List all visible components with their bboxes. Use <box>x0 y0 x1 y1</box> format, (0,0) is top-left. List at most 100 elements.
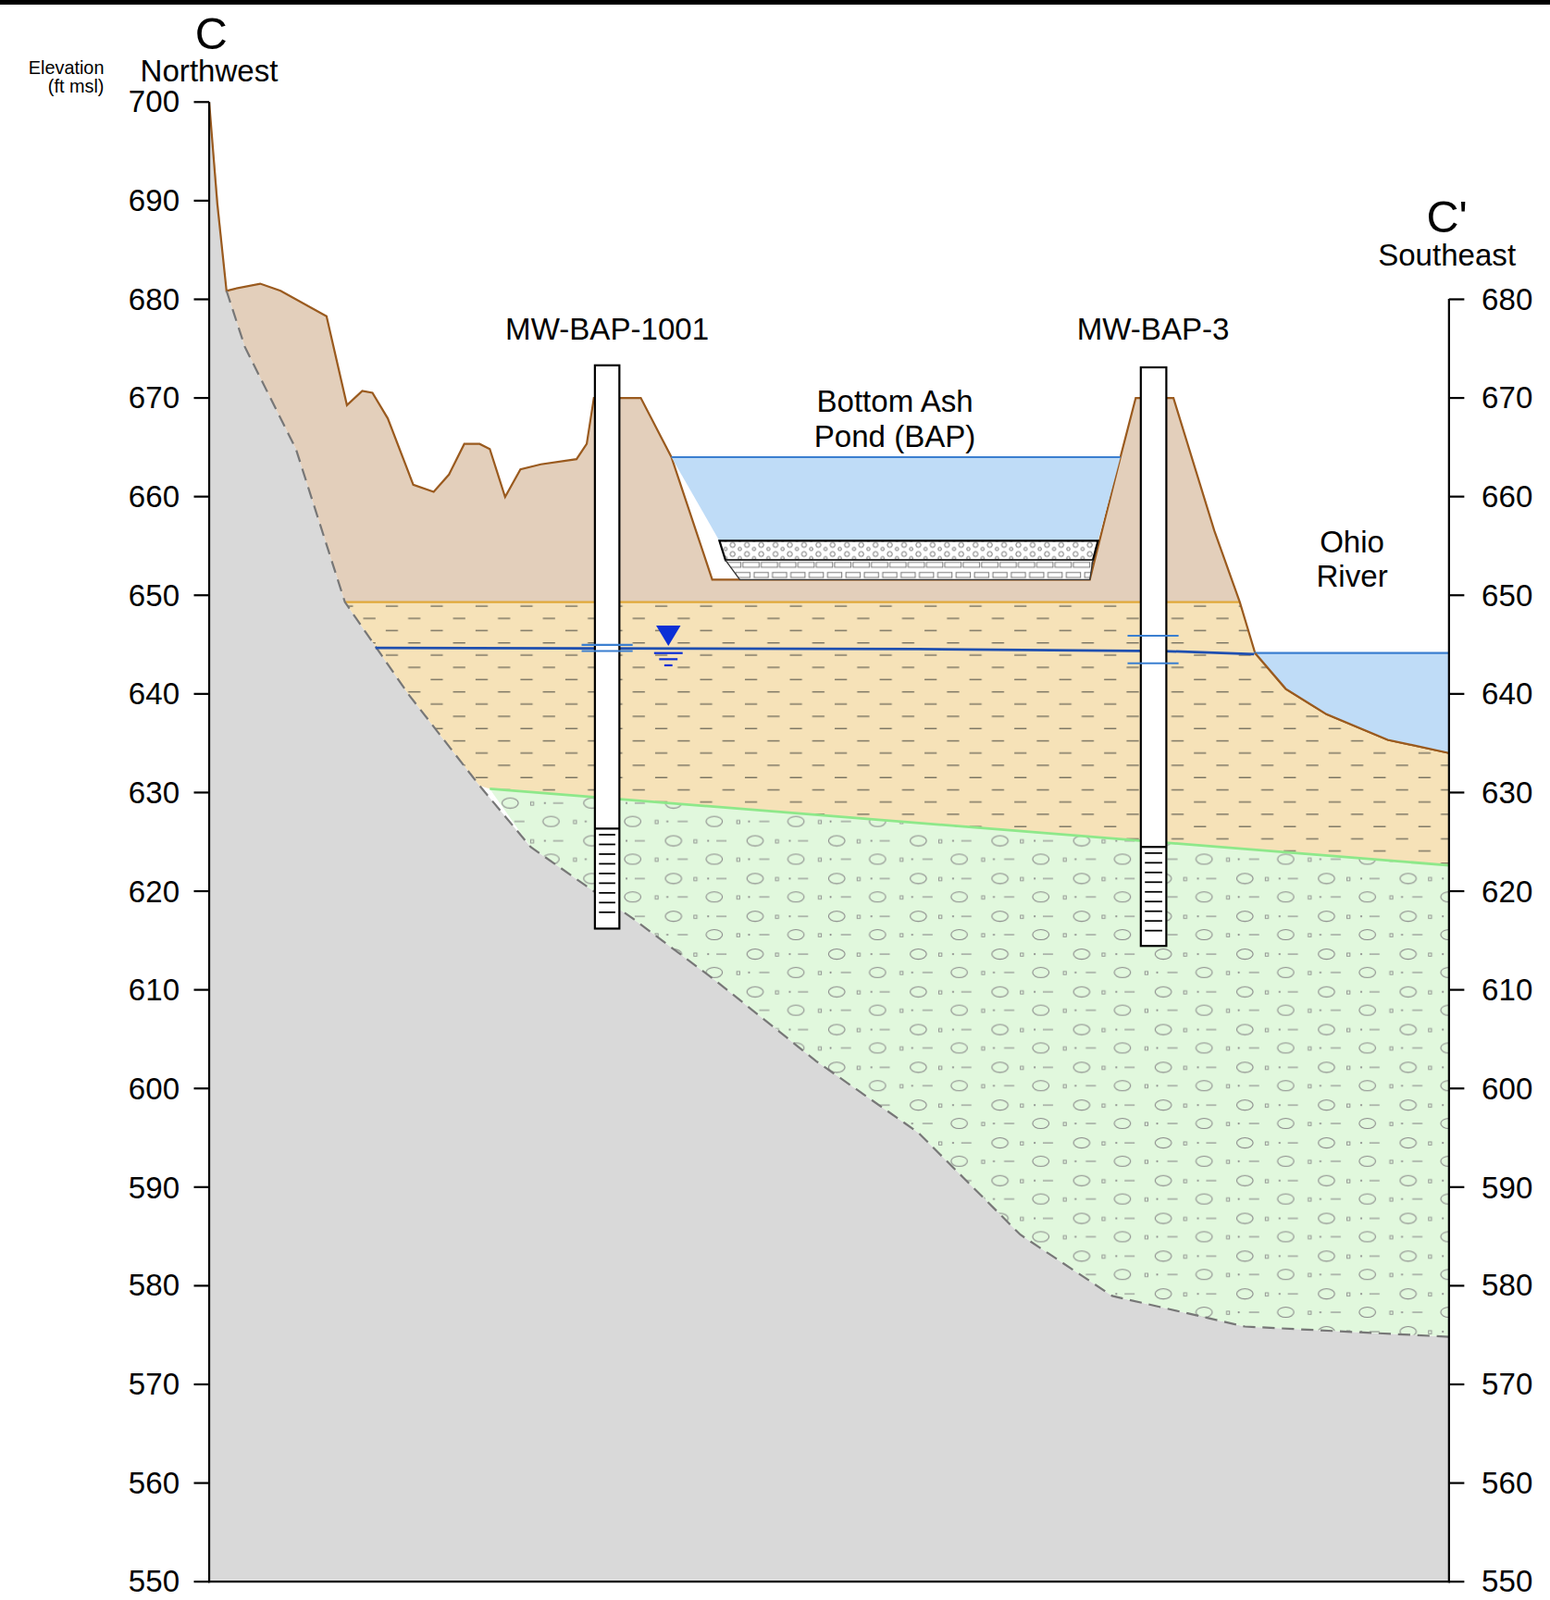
section-letter: C <box>195 8 228 59</box>
water-table-symbol <box>654 652 683 655</box>
river-water <box>1253 653 1450 754</box>
elevation-tick: 630 <box>128 775 180 810</box>
water-table <box>375 647 1254 655</box>
axis-tick <box>194 1580 211 1583</box>
elevation-tick: 600 <box>128 1071 180 1106</box>
pond-water <box>671 457 1121 541</box>
elevation-tick: 700 <box>128 85 180 120</box>
water-level-mark <box>582 644 633 646</box>
water-level-mark <box>1127 662 1178 665</box>
screen-slot <box>598 892 616 894</box>
axis-tick <box>194 1186 211 1189</box>
screen-slot <box>1144 930 1163 932</box>
elevation-tick: 590 <box>1481 1169 1533 1204</box>
screen-slot <box>1144 891 1163 893</box>
axis-tick <box>194 1284 211 1287</box>
elevation-tick: 550 <box>128 1564 180 1600</box>
axis-title: Elevation (ft msl) <box>10 59 104 97</box>
elevation-tick: 650 <box>128 578 180 613</box>
axis-tick <box>1449 989 1465 992</box>
elevation-tick: 680 <box>128 282 180 317</box>
elevation-tick: 580 <box>1481 1268 1533 1303</box>
well-label: MW-BAP-3 <box>1077 312 1230 348</box>
axis-tick <box>1449 791 1465 794</box>
elevation-tick: 620 <box>1481 873 1533 908</box>
elevation-tick: 600 <box>1481 1071 1533 1106</box>
pond-liner <box>725 559 1093 580</box>
elevation-tick: 680 <box>1481 282 1533 317</box>
screen-slot <box>598 872 616 875</box>
contact-line <box>345 600 1240 603</box>
axis-tick <box>1449 1580 1465 1583</box>
axis-tick <box>1449 1186 1465 1189</box>
water-table-symbol <box>658 657 678 660</box>
axis-tick <box>194 1087 211 1090</box>
axis-tick <box>1449 1481 1465 1484</box>
axis-tick <box>194 693 211 695</box>
monitoring-well <box>595 365 620 930</box>
monitoring-well <box>1140 367 1167 946</box>
screen-slot <box>598 833 616 836</box>
axis-ticks <box>194 101 1465 1582</box>
elevation-tick: 660 <box>1481 479 1533 514</box>
pond-label: Bottom Ash Pond (BAP) <box>797 384 992 454</box>
elevation-tick: 620 <box>128 873 180 908</box>
axis-tick <box>1449 396 1465 399</box>
axis-tick <box>1449 1284 1465 1287</box>
direction-label: Southeast <box>1377 237 1516 273</box>
axis-tick <box>1449 693 1465 695</box>
screen-top <box>1140 845 1167 848</box>
elevation-tick: 640 <box>128 676 180 711</box>
ground-surface <box>209 101 1450 754</box>
axis-tick <box>194 890 211 893</box>
elevation-tick: 630 <box>1481 775 1533 810</box>
axis-tick <box>194 1481 211 1484</box>
axis-line <box>1448 298 1451 1583</box>
contact-line <box>489 788 1450 866</box>
ash-layer <box>719 540 1098 560</box>
screen-slot <box>1144 861 1163 864</box>
water-level-mark <box>582 649 633 652</box>
section-letter: C' <box>1426 192 1467 243</box>
water-level-mark <box>1127 634 1178 637</box>
water-table-symbol <box>656 625 681 646</box>
elevation-tick: 560 <box>128 1465 180 1501</box>
axis-tick <box>194 496 211 498</box>
screen-slot <box>598 901 616 904</box>
sand-gravel-layer <box>489 788 1450 1337</box>
axis-tick <box>194 100 211 103</box>
axis-tick <box>1449 297 1465 300</box>
screen-slot <box>1144 880 1163 883</box>
axis-tick <box>194 297 211 300</box>
river-bed <box>1254 653 1450 754</box>
screen-slot <box>598 863 616 866</box>
axis-tick <box>194 1383 211 1386</box>
axis-tick <box>194 791 211 794</box>
fill-layer <box>209 101 1240 602</box>
axis-tick <box>194 594 211 596</box>
axis-line <box>208 1580 1451 1583</box>
well-screen <box>595 828 1167 930</box>
axis-line <box>208 101 211 1583</box>
bedrock <box>209 101 1450 1582</box>
elevation-tick: 660 <box>128 479 180 514</box>
bedrock-contact <box>226 290 1450 1337</box>
screen-slot <box>598 911 616 914</box>
silt-clay-layer <box>345 602 1450 866</box>
axis-tick <box>194 199 211 202</box>
elevation-tick: 560 <box>1481 1465 1533 1501</box>
axis-tick <box>1449 496 1465 498</box>
pond-surface <box>671 456 1121 459</box>
direction-label: Northwest <box>140 54 279 89</box>
elevation-tick: 650 <box>1481 578 1533 613</box>
river-label: Ohio River <box>1301 524 1403 594</box>
screen-slot <box>1144 919 1163 922</box>
screen-slot <box>1144 910 1163 913</box>
screen-slot <box>1144 900 1163 903</box>
elevation-tick: 610 <box>128 972 180 1007</box>
elevation-tick: 590 <box>128 1169 180 1204</box>
axis-tick <box>1449 1087 1465 1090</box>
axis-tick <box>194 989 211 992</box>
top-rule <box>0 0 1550 5</box>
